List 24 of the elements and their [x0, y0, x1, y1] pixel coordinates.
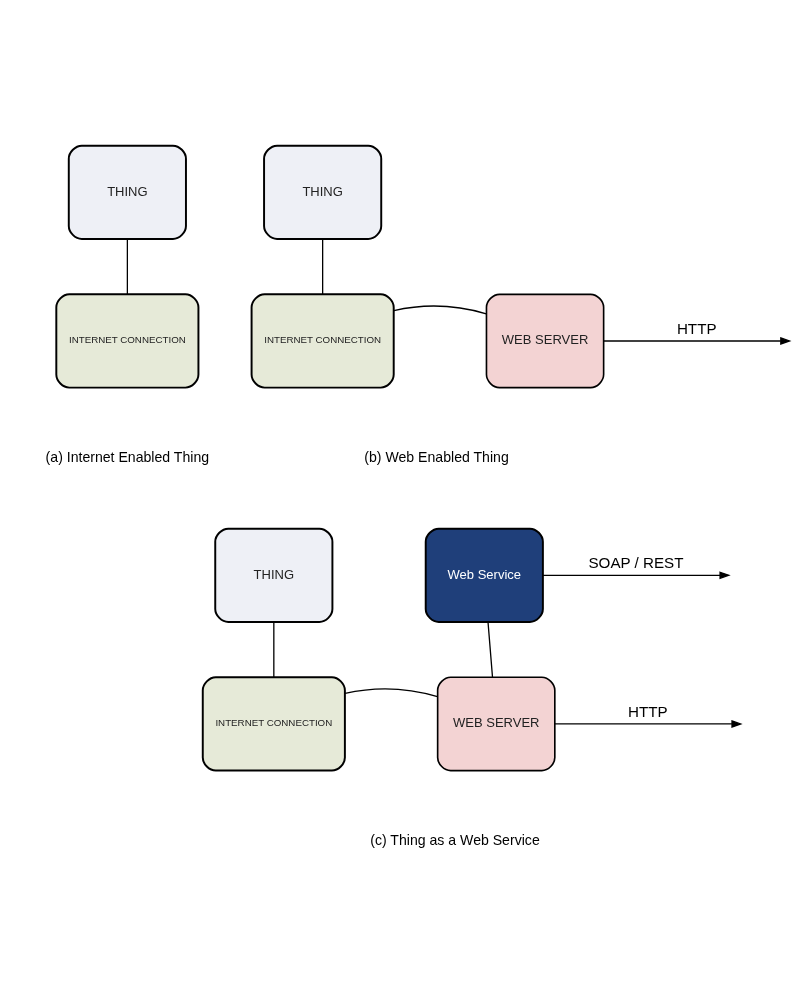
edge-label: HTTP: [628, 702, 668, 720]
node-box: THING: [214, 527, 334, 623]
arrow: [542, 570, 731, 579]
connector: [126, 238, 128, 295]
connector: [393, 304, 487, 314]
label: (c) Thing as a Web Service: [370, 831, 540, 848]
connector: [322, 238, 324, 295]
connector: [344, 687, 439, 697]
connector: [273, 621, 275, 678]
node-box: WEB SERVER: [436, 675, 556, 771]
node-box: WEB SERVER: [485, 293, 605, 388]
node-box: INTERNET CONNECTION: [250, 292, 395, 389]
node-box: THING: [263, 144, 383, 240]
label: (a) Internet Enabled Thing: [45, 448, 210, 465]
edge-label: SOAP / REST: [588, 553, 684, 571]
arrow: [554, 719, 743, 728]
arrow: [603, 336, 792, 345]
node-box: Web Service: [424, 527, 544, 623]
edge-label: HTTP: [676, 319, 717, 337]
connector: [487, 621, 494, 678]
label: (b) Web Enabled Thing: [364, 448, 509, 465]
node-box: THING: [67, 144, 187, 240]
node-box: INTERNET CONNECTION: [55, 292, 200, 389]
node-box: INTERNET CONNECTION: [201, 675, 346, 772]
